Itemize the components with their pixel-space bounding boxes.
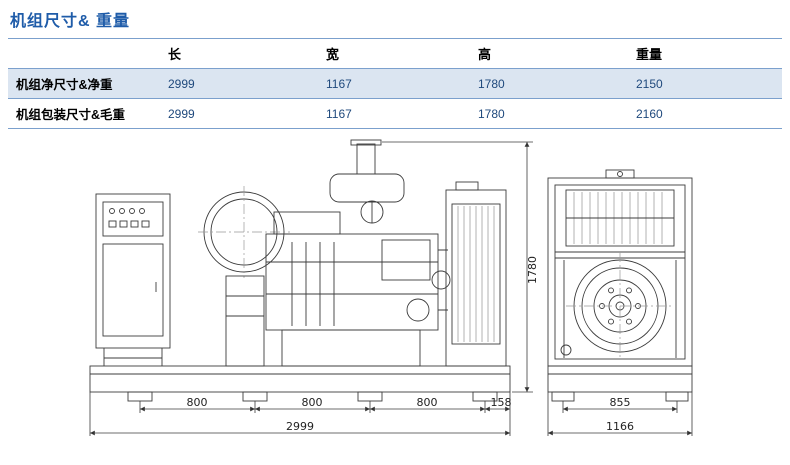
side-view: 800 800 800 158 2999 1780 [89,139,539,436]
row-net-label: 机组净尺寸&净重 [8,68,160,99]
row-gross-width: 1167 [318,98,470,129]
row-net-height: 1780 [470,68,628,99]
page-title: 机组尺寸& 重量 [10,13,131,30]
row-net-width: 1167 [318,68,470,99]
control-cabinet [95,193,171,366]
header-corner-cell [8,38,160,69]
header-height: 高 [470,38,628,69]
dim-seg-3: 800 [417,396,438,409]
row-gross-weight: 2160 [628,98,782,129]
row-net-weight: 2150 [628,68,782,99]
row-gross-length: 2999 [160,98,318,129]
alternator-fan-housing [198,186,290,367]
engine-block [265,200,451,367]
dimensions-weight-table: 长 宽 高 重量 机组净尺寸&净重 2999 1167 1780 2150 机组… [8,38,782,129]
dim-seg-1: 800 [187,396,208,409]
header-width: 宽 [318,38,470,69]
generator-technical-drawing: 800 800 800 158 2999 1780 [89,139,693,436]
table-header-row: 长 宽 高 重量 [8,38,782,69]
dim-overall-height: 1780 [526,256,539,284]
dim-seg-2: 800 [302,396,323,409]
dim-overall-length: 2999 [286,420,314,433]
side-dimensions: 800 800 800 158 2999 1780 [89,141,539,436]
table-row-gross: 机组包装尺寸&毛重 2999 1167 1780 2160 [8,98,782,129]
side-base-skid [89,365,511,402]
end-fan-circle [566,252,674,360]
header-length: 长 [160,38,318,69]
header-weight: 重量 [628,38,782,69]
table-row-net: 机组净尺寸&净重 2999 1167 1780 2150 [8,68,782,99]
dim-end-inner-width: 855 [610,396,631,409]
side-radiator [445,181,507,367]
end-dimensions: 855 1166 [547,392,693,436]
drawing-area: 800 800 800 158 2999 1780 [0,130,790,465]
muffler-exhaust [329,139,405,203]
row-gross-label: 机组包装尺寸&毛重 [8,98,160,129]
end-view: 855 1166 [547,169,693,436]
dim-end-overall-width: 1166 [606,420,634,433]
row-gross-height: 1780 [470,98,628,129]
row-net-length: 2999 [160,68,318,99]
end-base-skid [547,365,693,402]
dim-seg-4: 158 [491,396,512,409]
